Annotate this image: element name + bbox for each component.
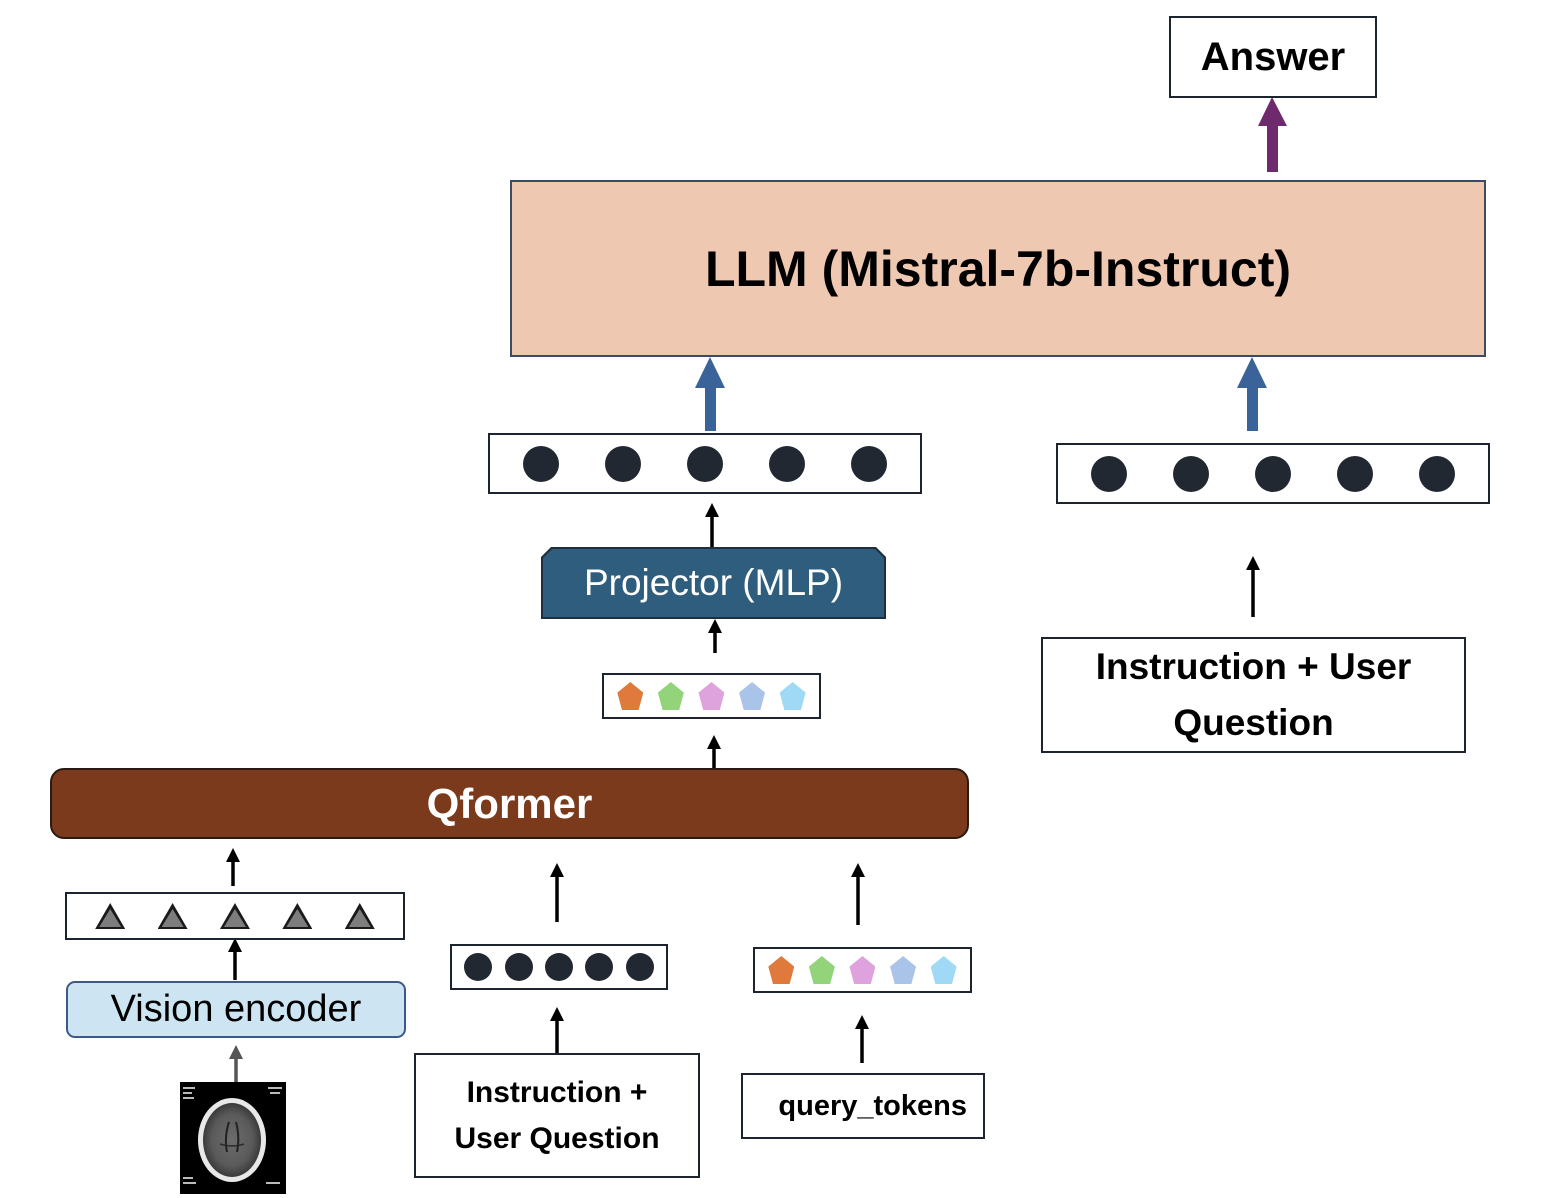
query-tokens bbox=[753, 947, 972, 993]
circle-icon bbox=[504, 953, 533, 981]
pentagon-icon bbox=[657, 682, 684, 710]
arrow-visual-tokens-to-llm bbox=[695, 357, 725, 431]
circle-icon bbox=[605, 445, 641, 482]
qformer-text-tokens bbox=[450, 944, 668, 990]
visual-tokens bbox=[65, 892, 405, 940]
pentagon-icon bbox=[617, 682, 644, 710]
instruction-bottom-label: Instruction + User Question bbox=[454, 1075, 660, 1155]
llm-box: LLM (Mistral-7b-Instruct) bbox=[510, 180, 1486, 357]
circle-icon bbox=[1091, 455, 1127, 492]
projector-box: Projector (MLP) bbox=[541, 547, 886, 619]
triangle-icon bbox=[219, 903, 250, 929]
ct-scan-image bbox=[180, 1082, 286, 1194]
answer-label: Answer bbox=[1200, 34, 1346, 79]
circle-icon bbox=[625, 953, 654, 981]
circle-icon bbox=[1419, 455, 1455, 492]
circle-icon bbox=[1337, 455, 1373, 492]
instruction-right-label: Instruction + User Question bbox=[1095, 646, 1412, 743]
vision-encoder-label: Vision encoder bbox=[110, 988, 362, 1030]
projector-label: Projector (MLP) bbox=[583, 562, 844, 603]
pentagon-icon bbox=[739, 682, 766, 710]
circle-icon bbox=[464, 953, 493, 981]
query-tokens-label: query_tokens bbox=[778, 1089, 967, 1122]
circle-icon bbox=[585, 953, 614, 981]
llm-visual-tokens bbox=[488, 433, 922, 494]
instruction-box-right: Instruction + User Question bbox=[1041, 637, 1466, 753]
triangle-icon bbox=[95, 903, 126, 929]
pentagon-icon bbox=[698, 682, 725, 710]
circle-icon bbox=[523, 445, 559, 482]
pentagon-icon bbox=[808, 956, 835, 984]
triangle-icon bbox=[344, 903, 375, 929]
circle-icon bbox=[687, 445, 723, 482]
circle-icon bbox=[769, 445, 805, 482]
circle-icon bbox=[544, 953, 573, 981]
circle-icon bbox=[1255, 455, 1291, 492]
pentagon-icon bbox=[849, 956, 876, 984]
pentagon-icon bbox=[768, 956, 795, 984]
qformer-label: Qformer bbox=[426, 779, 593, 827]
arrow-text-tokens-to-llm bbox=[1237, 357, 1267, 431]
triangle-icon bbox=[282, 903, 313, 929]
llm-label: LLM (Mistral-7b-Instruct) bbox=[704, 240, 1292, 297]
arrow-llm-to-answer bbox=[1258, 97, 1287, 172]
circle-icon bbox=[1173, 455, 1209, 492]
query-tokens-box: query_tokens bbox=[741, 1073, 985, 1139]
instruction-box-bottom: Instruction + User Question bbox=[414, 1053, 700, 1178]
vision-encoder-box: Vision encoder bbox=[66, 981, 406, 1038]
pentagon-icon bbox=[930, 956, 957, 984]
qformer-box: Qformer bbox=[50, 768, 969, 839]
triangle-icon bbox=[157, 903, 188, 929]
circle-icon bbox=[851, 445, 887, 482]
qformer-output-tokens bbox=[602, 673, 821, 719]
llm-text-tokens bbox=[1056, 443, 1490, 504]
pentagon-icon bbox=[890, 956, 917, 984]
pentagon-icon bbox=[779, 682, 806, 710]
answer-box: Answer bbox=[1169, 16, 1377, 98]
